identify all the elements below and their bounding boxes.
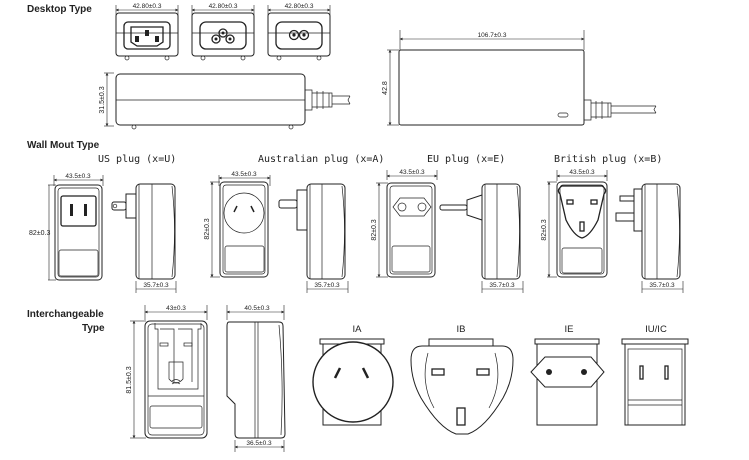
height-label: 82±0.3: [541, 219, 548, 240]
c8-socket-icon: [288, 29, 310, 41]
inlet-view-c6: 42.80±0.3: [191, 3, 255, 61]
uk-plug-front-view: 43.5±0.3 82±0.3: [541, 169, 608, 278]
inlet-width-label: 42.80±0.3: [209, 3, 238, 10]
section-title-interchangeable: Interchangeable: [27, 309, 104, 320]
c6-socket-icon: [211, 28, 235, 44]
adapter-ia: IA: [312, 324, 394, 426]
depth-label: 35.7±0.3: [649, 282, 675, 289]
us-plug-side-view: 35.7±0.3: [111, 183, 177, 293]
interchangeable-front-view: 43±0.3 81.5±0.3: [126, 305, 208, 439]
height-label: 82±0.3: [371, 219, 378, 240]
depth-label: 35.7±0.3: [314, 282, 340, 289]
uk-plug-side-view: 35.7±0.3: [615, 183, 684, 293]
adapter-label: IB: [457, 324, 466, 335]
eu-plug-title: EU plug (x=E): [427, 154, 506, 165]
uk-plug-title: British plug (x=B): [554, 154, 663, 165]
width-label: 43.5±0.3: [65, 173, 91, 180]
depth-label: 35.7±0.3: [489, 282, 515, 289]
desktop-side-view: 31.5±0.3: [99, 72, 351, 130]
us-plug-front-view: 43.5±0.3 82±0.3: [29, 173, 104, 281]
side-height-label: 31.5±0.3: [99, 86, 106, 113]
c14-socket-icon: [130, 26, 164, 47]
adapter-label: IE: [565, 324, 574, 335]
width-label: 43.5±0.3: [399, 169, 425, 176]
top-length-label: 106.7±0.3: [478, 32, 507, 39]
interchangeable-side-view: 40.5±0.3 36.5±0.3: [226, 305, 286, 452]
side-top-label: 40.5±0.3: [244, 305, 270, 312]
front-height-label: 81.5±0.3: [126, 366, 133, 393]
eu-plug-side-view: 35.7±0.3: [439, 183, 524, 293]
us-plug-title: US plug (x=U): [98, 154, 177, 165]
depth-label: 35.7±0.3: [143, 282, 169, 289]
eu-plug-front-view: 43.5±0.3 82±0.3: [371, 169, 438, 278]
au-plug-title: Australian plug (x=A): [258, 154, 385, 165]
led-indicator-icon: [557, 112, 569, 118]
inlet-view-c14: 42.80±0.3: [115, 3, 179, 61]
inlet-width-label: 42.80±0.3: [133, 3, 162, 10]
front-width-label: 43±0.3: [166, 305, 186, 312]
side-bottom-label: 36.5±0.3: [246, 440, 272, 447]
adapter-ib: IB: [410, 324, 514, 435]
width-label: 43.5±0.3: [231, 171, 257, 178]
adapter-iu-ic: IU/IC: [621, 324, 689, 426]
section-title-interchangeable-type: Type: [82, 323, 105, 334]
au-plug-side-view: 35.7±0.3: [278, 183, 349, 293]
height-label: 82±0.3: [29, 230, 50, 237]
adapter-label: IA: [353, 324, 363, 335]
section-title-wall-mount: Wall Mout Type: [27, 140, 100, 151]
adapter-label: IU/IC: [645, 324, 667, 335]
width-label: 43.5±0.3: [569, 169, 595, 176]
desktop-top-view: 106.7±0.3 42.8: [382, 30, 657, 126]
inlet-view-c8: 42.80±0.3: [267, 3, 331, 61]
section-title-desktop: Desktop Type: [27, 4, 92, 15]
adapter-ie: IE: [530, 324, 605, 426]
height-label: 82±0.3: [204, 218, 211, 239]
au-plug-front-view: 43.5±0.3 82±0.3: [204, 171, 271, 278]
inlet-width-label: 42.80±0.3: [285, 3, 314, 10]
top-width-label: 42.8: [382, 81, 389, 95]
